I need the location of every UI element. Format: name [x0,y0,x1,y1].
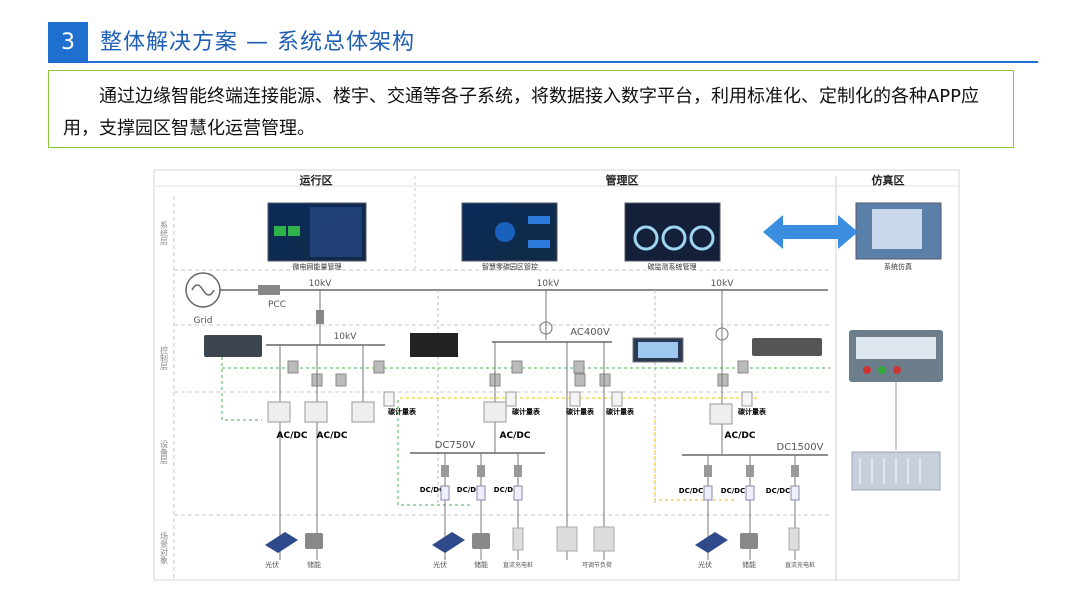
double-arrow-icon [763,215,858,249]
pcc-breaker [258,285,280,295]
intro-text: 通过边缘智能终端连接能源、楼宇、交通等各子系统，将数据接入数字平台，利用标准化、… [63,86,980,139]
pv-panel-icon [265,532,298,553]
screen-sim-caption: 系统仿真 [884,262,912,271]
storage-icon [740,533,758,549]
layer-control-label: 控制层 [160,345,169,371]
pv-panel-icon [695,532,728,553]
header-divider [48,61,1038,63]
charger-icon [512,527,524,551]
grid-source-icon [185,272,221,308]
pv-label-3: 光伏 [698,560,712,569]
screen-manage1-caption: 智慧零碳园区管控 [482,262,538,271]
grid-label: Grid [194,316,213,326]
screen-run-caption: 微电网能量管理 [293,262,342,271]
adj-load-icon [593,526,615,552]
controller-4 [752,338,822,356]
controller-3 [632,337,684,363]
layer-object-label: 场景对象 [160,532,169,564]
zone-run-label: 运行区 [300,173,333,187]
bus-10kv-1: 10kV [309,279,333,289]
storage-icon [472,533,490,549]
bus-10kv-2: 10kV [334,332,358,342]
screen-manage2 [624,202,721,262]
charger-label-2: 直流充电桩 [785,561,815,569]
meter-label-2: 碳计量表 [512,407,541,416]
storage-label-1: 储能 [307,560,321,569]
bus-ac400: AC400V [570,327,610,338]
bus-10kv-3: 10kV [537,279,561,289]
screen-manage1 [461,202,558,262]
meter-label-5: 碳计量表 [738,407,767,416]
acdc-label-3: AC/DC [500,431,531,441]
layer-system-label: 系统层 [160,220,169,246]
pv-label-2: 光伏 [433,560,447,569]
charger-icon [788,527,800,551]
pv-label-1: 光伏 [265,560,279,569]
zone-sim-label: 仿真区 [872,173,905,187]
screen-manage2-caption: 碳监测系统管理 [648,262,697,271]
dcdc-label-3: DC/DC [494,486,518,494]
dcdc-label-5: DC/DC [721,487,745,495]
page-title: 整体解决方案 — 系统总体架构 [100,30,415,55]
intro-box: 通过边缘智能终端连接能源、楼宇、交通等各子系统，将数据接入数字平台，利用标准化、… [48,70,1014,148]
meter-label-4: 碳计量表 [606,407,635,416]
sim-panel [849,330,943,382]
acdc-label-2: AC/DC [317,431,348,441]
layer-device-label: 设备层 [160,439,169,465]
charger-label-1: 直流充电桩 [503,561,533,569]
adj-load-icon [556,526,578,552]
meter-label-3: 碳计量表 [566,407,595,416]
dcdc-label-6: DC/DC [766,487,790,495]
section-number: 3 [48,22,88,62]
diagram-frame [153,169,960,581]
meter-label-1: 碳计量表 [388,407,417,416]
acdc-label-4: AC/DC [725,431,756,441]
bus-10kv-4: 10kV [711,279,735,289]
storage-label-3: 储能 [742,560,756,569]
pcc-label: PCC [268,300,286,310]
pv-panel-icon [432,532,465,553]
sim-rack [851,451,941,491]
dcdc-label-4: DC/DC [679,487,703,495]
controller-1 [204,335,262,357]
dcdc-label-2: DC/DC [457,486,481,494]
controller-2 [410,333,458,357]
bus-dc750: DC750V [435,440,476,451]
screen-sim [855,202,942,260]
dcdc-label-1: DC/DC [420,486,444,494]
zone-manage-label: 管理区 [606,173,639,187]
storage-label-2: 储能 [474,560,488,569]
bus-dc1500: DC1500V [777,442,824,453]
storage-icon [305,533,323,549]
screen-run [267,202,367,262]
adj-load-label: 可调节负荷 [582,561,612,569]
acdc-label-1: AC/DC [277,431,308,441]
